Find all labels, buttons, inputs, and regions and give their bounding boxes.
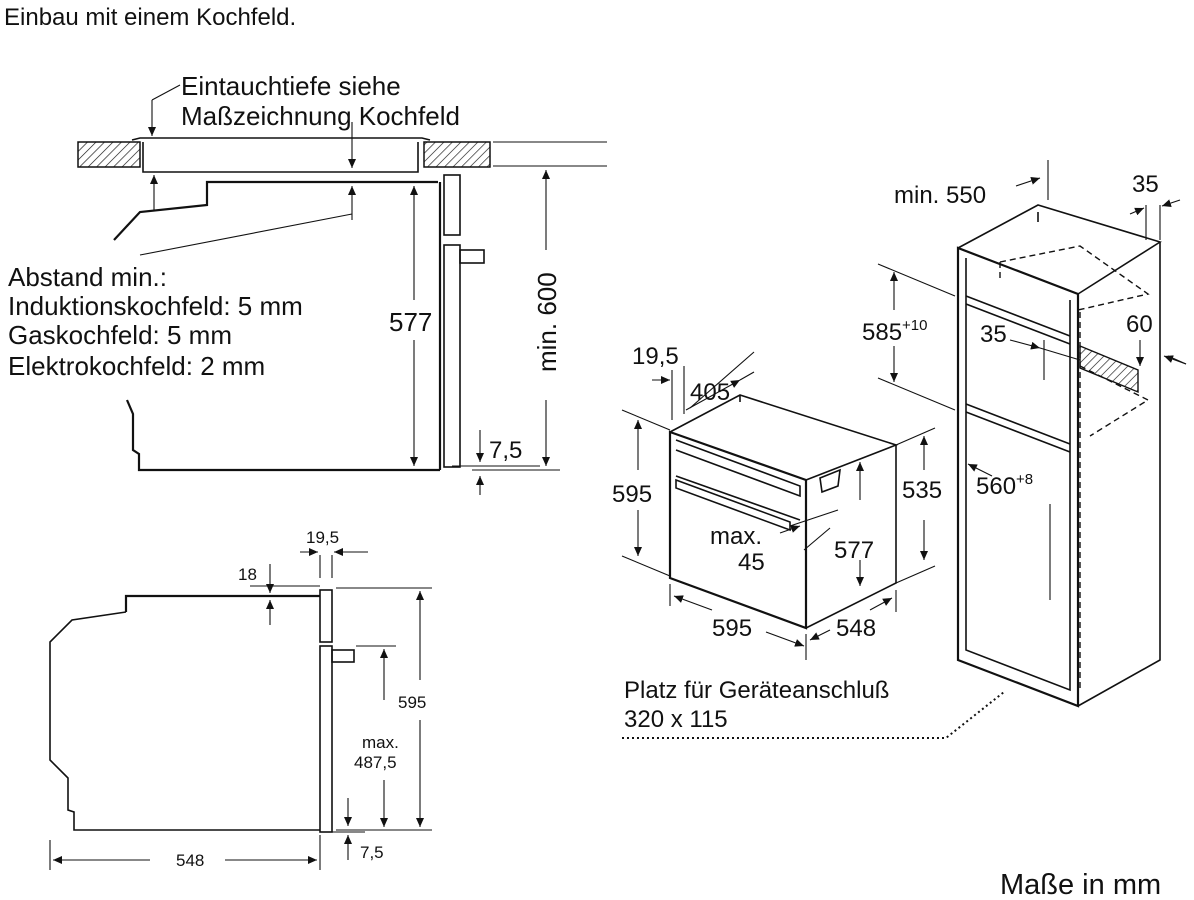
distance-gas: Gaskochfeld: 5 mm xyxy=(8,320,232,350)
cooktop-section-drawing xyxy=(77,84,607,495)
tall-cabinet xyxy=(622,160,1187,739)
cab-dim-585: 585+10 xyxy=(862,317,928,346)
dim-min-600: min. 600 xyxy=(532,272,562,372)
iso-dim-595-height: 595 xyxy=(612,481,652,508)
dim-gap-section: 7,5 xyxy=(489,437,522,464)
iso-dim-548: 548 xyxy=(836,615,876,642)
side-dim-18: 18 xyxy=(238,565,257,584)
side-dim-max-label: max. xyxy=(362,733,399,752)
iso-dim-405: 405 xyxy=(690,379,730,406)
iso-dim-19-5: 19,5 xyxy=(632,343,679,370)
side-dim-595: 595 xyxy=(398,693,426,712)
cab-dim-35-rail: 35 xyxy=(980,321,1007,348)
side-dim-7-5: 7,5 xyxy=(360,843,384,862)
side-dim-19-5: 19,5 xyxy=(306,528,339,547)
iso-dim-595-width: 595 xyxy=(712,615,752,642)
dim-577-section: 577 xyxy=(389,307,432,337)
connection-label-2: 320 x 115 xyxy=(624,706,728,733)
cab-dim-60: 60 xyxy=(1126,311,1153,338)
distance-induction: Induktionskochfeld: 5 mm xyxy=(8,291,303,321)
iso-dim-535: 535 xyxy=(902,477,942,504)
side-dim-max-value: 487,5 xyxy=(354,753,397,772)
cab-dim-min-550: min. 550 xyxy=(894,182,986,209)
distance-title: Abstand min.: xyxy=(8,262,167,292)
distance-electric: Elektrokochfeld: 2 mm xyxy=(8,351,265,381)
oven-side-view xyxy=(49,548,432,870)
side-dim-548: 548 xyxy=(176,851,204,870)
note-line-1: Eintauchtiefe siehe xyxy=(181,71,401,101)
units-note: Maße in mm xyxy=(1000,869,1161,900)
oven-isometric xyxy=(621,351,936,660)
note-line-2: Maßzeichnung Kochfeld xyxy=(181,101,460,131)
iso-dim-max-label: max. xyxy=(710,523,762,550)
page-title: Einbau mit einem Kochfeld. xyxy=(4,4,296,31)
cab-dim-560: 560+8 xyxy=(976,471,1033,500)
connection-label-1: Platz für Geräteanschluß xyxy=(624,677,889,704)
iso-dim-577: 577 xyxy=(834,537,874,564)
iso-dim-max-value: 45 xyxy=(738,549,765,576)
cab-dim-35-top: 35 xyxy=(1132,171,1159,198)
